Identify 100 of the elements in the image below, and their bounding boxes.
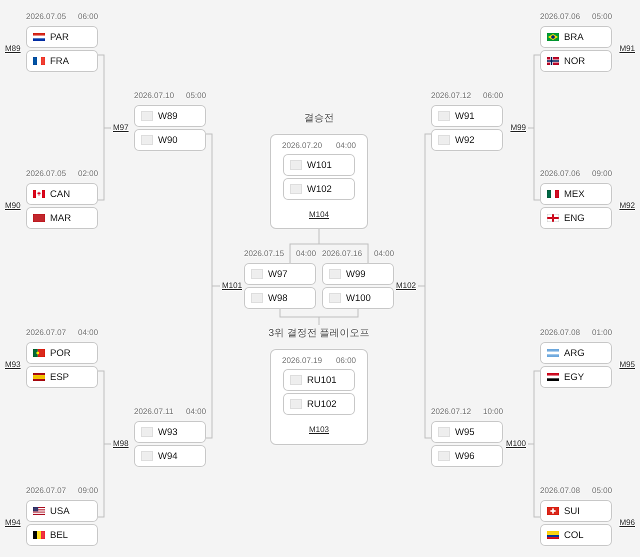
match-number: M100 [504, 439, 528, 449]
team-slot [431, 421, 503, 443]
team-code: W97 [268, 268, 288, 280]
team-code: ARG [564, 348, 585, 358]
match-date: 2026.07.12 [431, 407, 472, 417]
match-date: 2026.07.20 [282, 141, 322, 151]
team-code: COL [564, 530, 584, 540]
match-number: M98 [111, 439, 131, 449]
team-code: W101 [307, 160, 332, 170]
team-slot [134, 421, 206, 443]
team-slot [26, 342, 98, 364]
match-date: 2026.07.05 [26, 169, 66, 179]
bracket-line [318, 308, 358, 326]
kickoff-time: 10:00 [483, 407, 504, 417]
match-date: 2026.07.05 [26, 12, 66, 22]
team-code: W95 [455, 426, 475, 438]
team-slot [431, 445, 503, 467]
team-code: PAR [50, 32, 69, 42]
match-number: M89 [4, 44, 22, 54]
match-date: 2026.07.06 [540, 12, 580, 22]
team-code: W102 [307, 184, 332, 194]
team-slot [26, 500, 98, 522]
team-code: W90 [158, 134, 178, 146]
kickoff-time: 04:00 [186, 407, 206, 417]
team-slot [540, 500, 612, 522]
kickoff-time: 06:00 [78, 12, 98, 22]
team-code: FRA [50, 56, 69, 66]
team-code: SUI [564, 506, 580, 516]
team-code: ESP [50, 372, 70, 382]
bracket-line [98, 128, 112, 200]
kickoff-time: 01:00 [592, 328, 612, 338]
match-date: 2026.07.08 [540, 486, 580, 496]
section-heading: 결승전 [304, 112, 334, 125]
team-slot [244, 287, 316, 309]
match-date: 2026.07.15 [244, 249, 284, 259]
match-date: 2026.07.19 [282, 356, 322, 366]
kickoff-time: 02:00 [78, 169, 98, 179]
team-code: W94 [158, 450, 178, 462]
bracket-line [528, 128, 540, 200]
team-slot [540, 366, 612, 388]
team-slot [540, 50, 612, 72]
team-code: POR [50, 348, 71, 358]
kickoff-time: 04:00 [374, 249, 394, 259]
match-number: M90 [4, 201, 22, 211]
match-date: 2026.07.12 [431, 91, 472, 101]
bracket-line [528, 444, 540, 518]
kickoff-time: 05:00 [186, 91, 206, 101]
team-slot [134, 445, 206, 467]
match-number: M104 [308, 210, 330, 220]
match-number: M99 [508, 123, 528, 133]
team-code: EGY [564, 372, 584, 382]
kickoff-time: 04:00 [296, 249, 316, 259]
match-number: M96 [618, 518, 636, 528]
match-number: M94 [4, 518, 22, 528]
team-slot [540, 26, 612, 48]
team-code: RU102 [307, 398, 337, 410]
team-code: NOR [564, 56, 586, 66]
team-code: ENG [564, 212, 585, 224]
team-slot [26, 524, 98, 546]
team-code: USA [50, 506, 70, 516]
kickoff-time: 09:00 [592, 169, 612, 179]
match-number: M95 [618, 360, 636, 370]
match-date: 2026.07.07 [26, 328, 66, 338]
bracket-line [318, 228, 369, 264]
match-number: M103 [308, 425, 330, 435]
team-slot [322, 287, 394, 309]
match-date: 2026.07.08 [540, 328, 580, 338]
match-number: M102 [394, 281, 418, 291]
team-code: W100 [346, 292, 371, 304]
team-slot [244, 263, 316, 285]
team-code: CAN [50, 188, 70, 200]
team-slot [26, 207, 98, 229]
team-code: BRA [564, 32, 584, 42]
match-date: 2026.07.16 [322, 249, 362, 259]
team-code: W98 [268, 292, 288, 304]
match-date: 2026.07.07 [26, 486, 66, 496]
team-slot [26, 26, 98, 48]
kickoff-time: 04:00 [336, 141, 356, 151]
team-slot [431, 105, 503, 127]
team-code: W93 [158, 426, 178, 438]
team-slot [134, 129, 206, 151]
match-number: M92 [618, 201, 636, 211]
team-slot [322, 263, 394, 285]
bracket-line [206, 286, 220, 438]
team-slot [540, 183, 612, 205]
match-date: 2026.07.11 [134, 407, 174, 417]
match-date: 2026.07.10 [134, 91, 174, 101]
team-slot [540, 342, 612, 364]
team-slot [26, 366, 98, 388]
team-slot [283, 154, 355, 176]
match-number: M91 [618, 44, 636, 54]
team-code: MEX [564, 188, 585, 200]
team-code: W89 [158, 110, 178, 122]
team-slot [283, 369, 355, 391]
team-slot [134, 105, 206, 127]
bracket-line [418, 286, 432, 438]
bracket-line [98, 444, 112, 518]
kickoff-time: 05:00 [592, 12, 612, 22]
team-code: W99 [346, 268, 366, 280]
team-slot [26, 50, 98, 72]
